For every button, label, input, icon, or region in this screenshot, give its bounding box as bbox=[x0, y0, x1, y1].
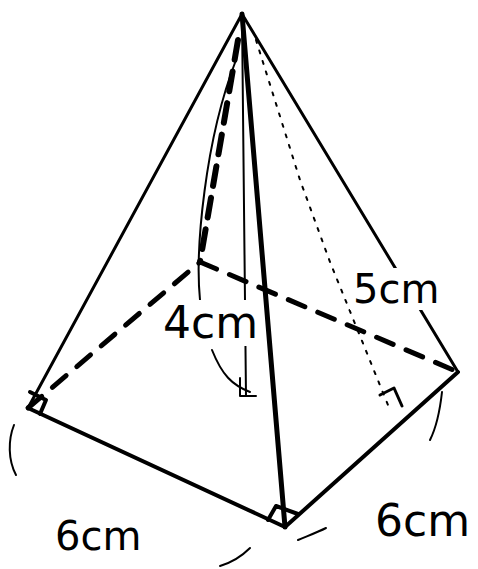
pyramid-edge bbox=[242, 14, 285, 527]
right-angle-mark bbox=[30, 392, 46, 414]
right-angle-mark bbox=[240, 378, 256, 396]
height-bracket bbox=[199, 60, 236, 300]
right-angle-mark bbox=[268, 506, 298, 520]
dimension-label: 6cm bbox=[52, 515, 144, 557]
height-bracket bbox=[212, 350, 250, 392]
pyramid-edge bbox=[28, 14, 242, 408]
dimension-label: 6cm bbox=[372, 498, 473, 544]
pyramid-edge bbox=[242, 14, 458, 372]
dimension-bracket bbox=[430, 392, 442, 440]
hidden-edge bbox=[200, 40, 238, 262]
base-edge bbox=[28, 408, 285, 527]
dimension-bracket bbox=[10, 425, 16, 475]
dimension-label: 5cm bbox=[350, 268, 442, 310]
right-angle-mark bbox=[380, 388, 402, 406]
dimension-bracket bbox=[220, 548, 250, 566]
dimension-label: 4cm bbox=[160, 300, 261, 346]
dimension-bracket bbox=[298, 528, 326, 540]
slant-height bbox=[256, 40, 390, 410]
